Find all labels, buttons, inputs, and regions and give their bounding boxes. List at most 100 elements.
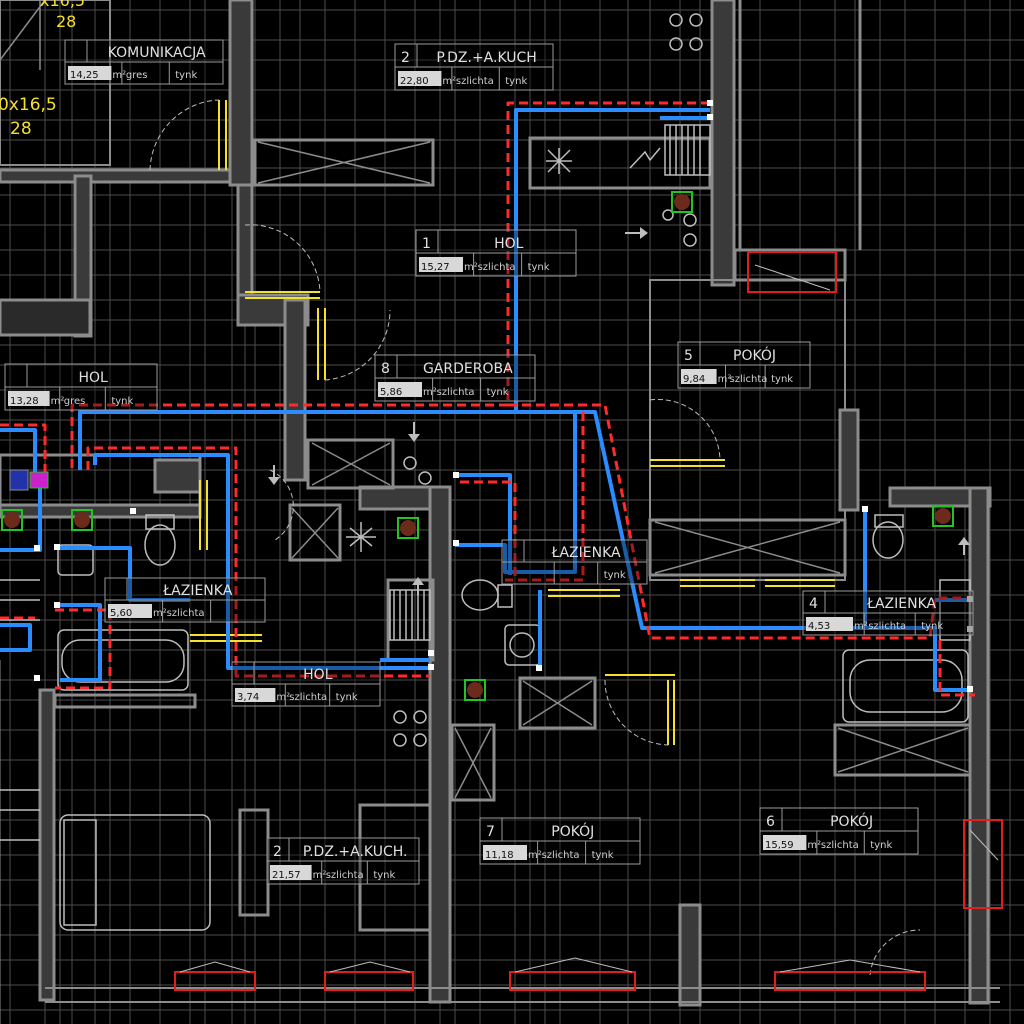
room-area: 21,57 xyxy=(272,870,301,881)
room-number: 1 xyxy=(422,236,431,252)
windows xyxy=(174,251,1003,991)
room-name: HOL xyxy=(494,236,524,252)
area-unit: m² xyxy=(313,870,327,881)
stair-steps-top: 28 xyxy=(56,12,76,31)
risers xyxy=(1,191,954,701)
room-wall-finish: tynk xyxy=(175,70,197,81)
room-area: 5,60 xyxy=(110,608,132,619)
room-wall-finish: tynk xyxy=(604,570,626,581)
walls xyxy=(0,0,1000,1024)
doors xyxy=(190,100,835,745)
area-unit: m² xyxy=(442,76,456,87)
room-wall-finish: tynk xyxy=(111,396,133,407)
room-name: HOL xyxy=(78,370,108,386)
room-number: 4 xyxy=(809,596,818,612)
room-floor-finish: szlichta xyxy=(167,608,205,619)
room-name: P.DZ.+A.KUCH xyxy=(436,50,536,66)
room-area: 13,28 xyxy=(10,396,39,407)
area-unit: m² xyxy=(854,621,868,632)
room-area: 3,74 xyxy=(237,692,259,703)
room-floor-finish: gres xyxy=(126,70,148,81)
stair-labels: x16,5 28 0x16,5 28 xyxy=(0,0,85,139)
area-unit: m² xyxy=(528,850,542,861)
stair-dimension-mid: 0x16,5 xyxy=(0,95,57,115)
room-number: 5 xyxy=(684,348,693,364)
arrows xyxy=(268,227,970,595)
room-number: 7 xyxy=(486,824,495,840)
room-wall-finish: tynk xyxy=(336,692,358,703)
room-label-lazienka-mid: ŁAZIENKA tynk xyxy=(501,539,648,585)
room-name: POKÓJ xyxy=(733,346,776,364)
room-name: P.DZ.+A.KUCH. xyxy=(303,844,408,860)
room-name: POKÓJ xyxy=(551,822,594,840)
room-area: 4,53 xyxy=(808,621,830,632)
room-wall-finish: tynk xyxy=(870,840,892,851)
room-name: ŁAZIENKA xyxy=(162,583,232,599)
room-area: 14,25 xyxy=(70,70,99,81)
room-number: 8 xyxy=(381,361,390,377)
window-sills xyxy=(179,264,999,973)
room-name: GARDEROBA xyxy=(423,361,513,377)
area-unit: m² xyxy=(51,396,65,407)
room-floor-finish: szlichta xyxy=(821,840,859,851)
room-area: 5,86 xyxy=(380,387,402,398)
room-wall-finish: tynk xyxy=(487,387,509,398)
stair-steps-mid: 28 xyxy=(10,119,32,139)
room-area: 15,59 xyxy=(765,840,794,851)
room-floor-finish: szlichta xyxy=(289,692,327,703)
room-floor-finish: szlichta xyxy=(437,387,475,398)
area-unit: m² xyxy=(807,840,821,851)
room-floor-finish: szlichta xyxy=(326,870,364,881)
area-unit: m² xyxy=(276,692,290,703)
room-floor-finish: szlichta xyxy=(542,850,580,861)
pipes-supply xyxy=(0,101,975,697)
stair-dimension-top: x16,5 xyxy=(40,0,85,10)
pipe-joints xyxy=(34,100,973,692)
room-floor-finish: szlichta xyxy=(456,76,494,87)
room-floor-finish: szlichta xyxy=(478,262,516,273)
area-unit: m² xyxy=(423,387,437,398)
area-unit: m² xyxy=(464,262,478,273)
room-area: 11,18 xyxy=(485,850,514,861)
room-floor-finish: szlichta xyxy=(868,621,906,632)
room-name: POKÓJ xyxy=(830,812,873,830)
room-name: ŁAZIENKA xyxy=(866,596,936,612)
room-floor-finish: gres xyxy=(64,396,86,407)
area-unit: m² xyxy=(153,608,167,619)
room-area: 22,80 xyxy=(400,76,429,87)
area-unit: m² xyxy=(112,70,126,81)
pipes-return xyxy=(0,108,970,692)
room-floor-finish: szlichta xyxy=(730,374,768,385)
room-wall-finish: tynk xyxy=(921,621,943,632)
area-unit: m² xyxy=(718,374,732,385)
room-area: 9,84 xyxy=(683,374,705,385)
fixtures xyxy=(0,13,971,931)
room-name: HOL xyxy=(303,667,333,683)
room-wall-finish: tynk xyxy=(528,262,550,273)
room-wall-finish: tynk xyxy=(505,76,527,87)
room-area: 15,27 xyxy=(421,262,450,273)
room-name: KOMUNIKACJA xyxy=(108,45,206,61)
room-wall-finish: tynk xyxy=(373,870,395,881)
door-swings xyxy=(149,99,921,976)
room-number: 2 xyxy=(401,50,410,66)
room-name: ŁAZIENKA xyxy=(551,545,621,561)
room-number: 6 xyxy=(766,814,775,830)
room-wall-finish: tynk xyxy=(592,850,614,861)
room-number: 2 xyxy=(273,844,282,860)
room-wall-finish: tynk xyxy=(771,374,793,385)
